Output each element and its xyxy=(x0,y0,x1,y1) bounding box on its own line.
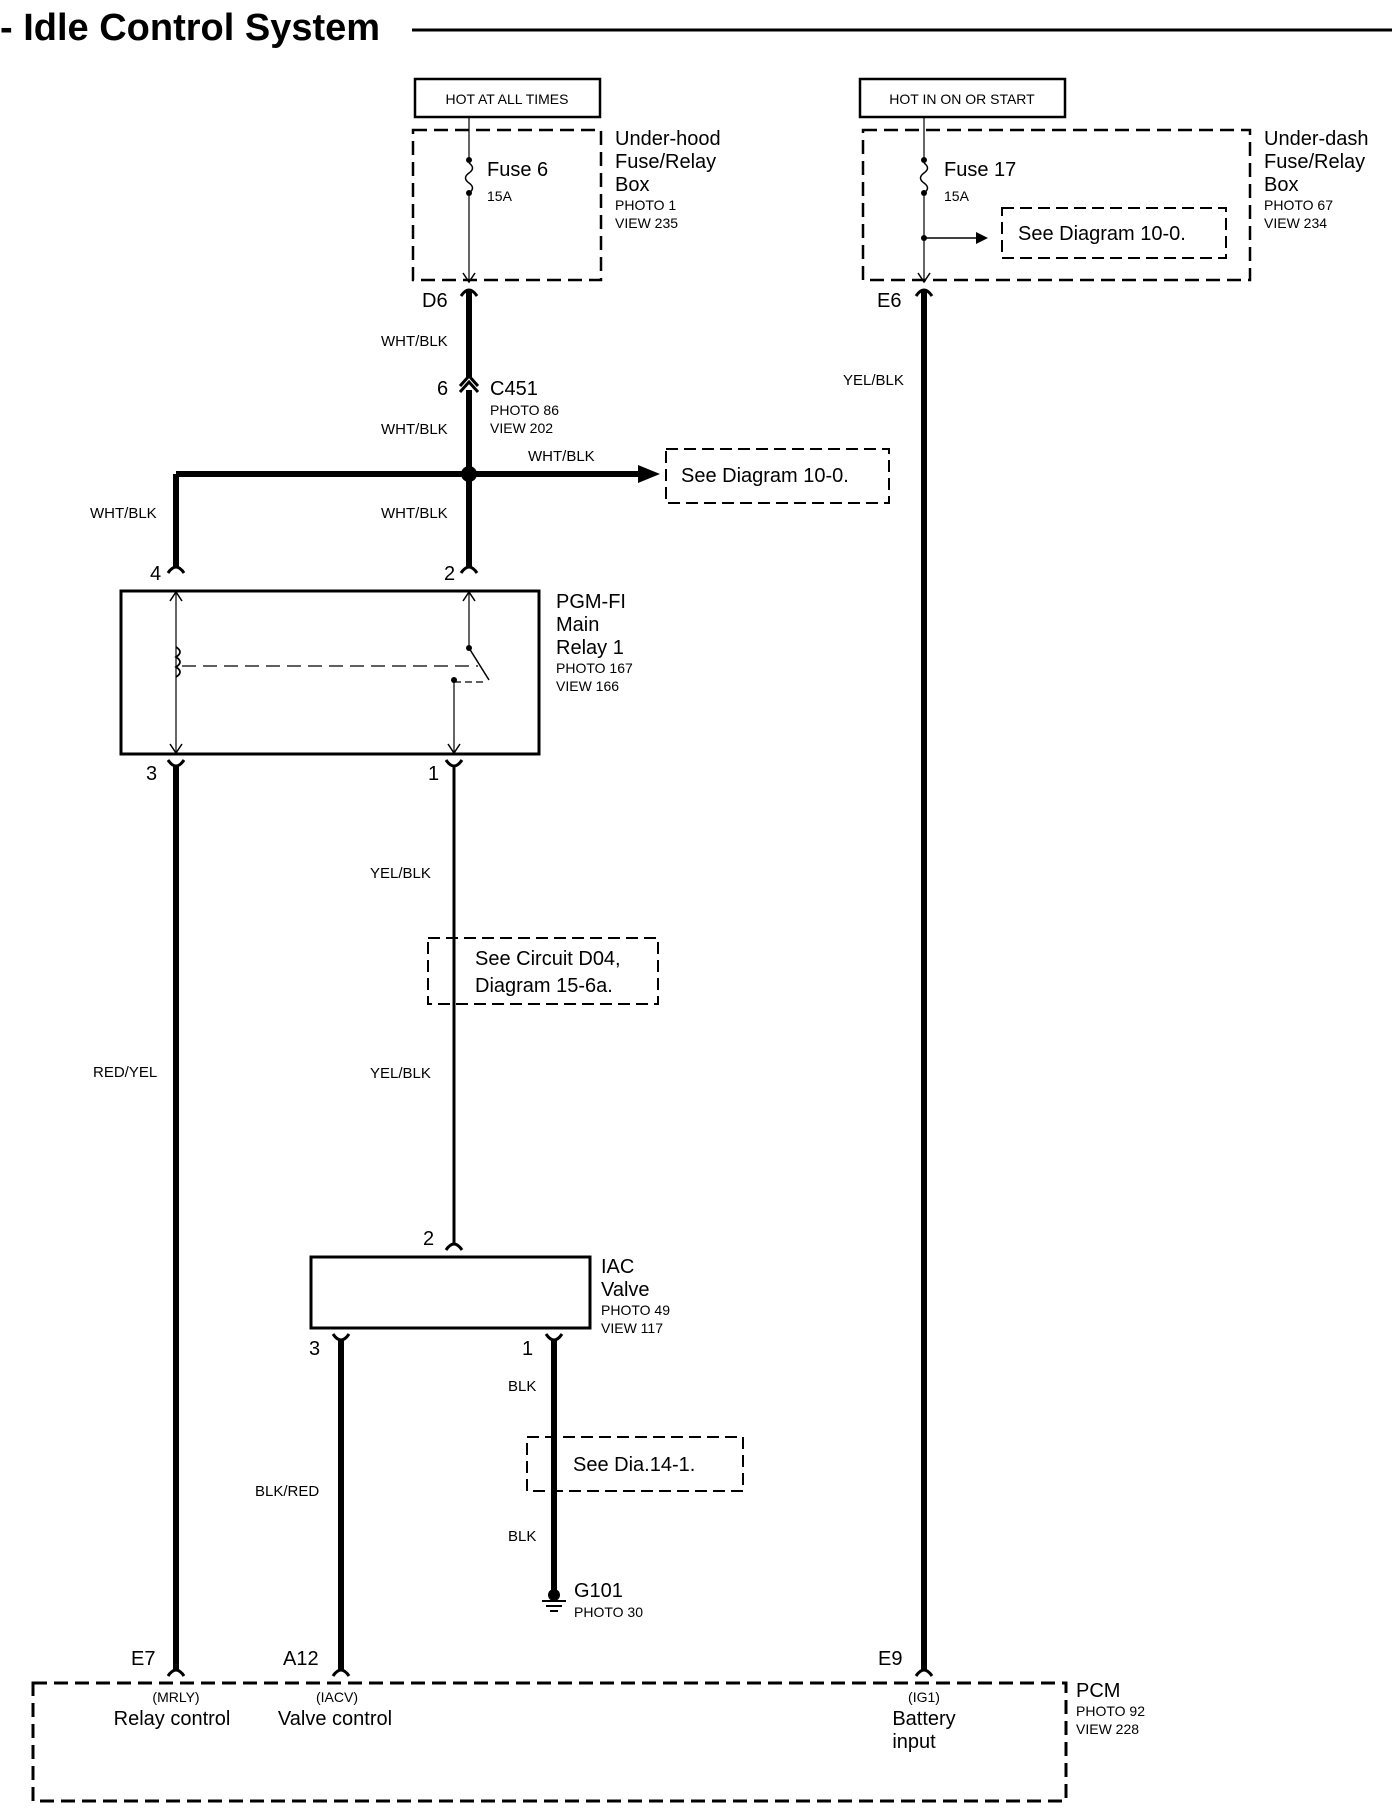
pcm-box xyxy=(31,1681,1068,1803)
iac-name-2: Valve xyxy=(601,1279,650,1301)
pcm-mrly-label: Relay control xyxy=(114,1708,231,1730)
relay-pin-2: 2 xyxy=(444,563,455,585)
pcm-terminal-e9: E9 xyxy=(878,1648,902,1670)
page-title: - Idle Control System xyxy=(0,7,380,49)
connector-c451-icon xyxy=(458,373,480,388)
wire-color-d6-c451: WHT/BLK xyxy=(381,333,448,350)
splice-point-icon xyxy=(461,466,477,482)
wire-color-relay1-upper: YEL/BLK xyxy=(370,865,431,882)
relay-view: VIEW 166 xyxy=(556,678,619,694)
underhood-box-photo: PHOTO 1 xyxy=(615,197,676,213)
c451-view: VIEW 202 xyxy=(490,420,553,436)
relay-name-3: Relay 1 xyxy=(556,637,624,659)
pcm-ig1-label-1: Battery xyxy=(892,1708,955,1730)
main-relay-1 xyxy=(119,589,541,756)
pcm-terminal-a12: A12 xyxy=(283,1648,319,1670)
wire-color-iac3-pcm: BLK/RED xyxy=(255,1483,319,1500)
wire-color-relay3-pcm: RED/YEL xyxy=(93,1064,157,1081)
ground-photo: PHOTO 30 xyxy=(574,1604,643,1620)
fuse-17-label: Fuse 17 xyxy=(944,159,1016,181)
underdash-box-name-3: Box xyxy=(1264,174,1298,196)
iac-photo: PHOTO 49 xyxy=(601,1302,670,1318)
wire-color-e6-e9: YEL/BLK xyxy=(843,372,904,389)
iac-pin-3: 3 xyxy=(309,1338,320,1360)
wire-iac1-to-ground xyxy=(526,1333,744,1612)
wire-e6-to-e9 xyxy=(914,288,934,1677)
fuse-17-rating: 15A xyxy=(944,188,970,204)
underdash-box-name-1: Under-dash xyxy=(1264,128,1369,150)
relay-pin-1: 1 xyxy=(428,763,439,785)
hot-at-all-times-box xyxy=(413,77,602,119)
circuit-ref-2: Diagram 15-6a. xyxy=(475,975,613,997)
iac-name-1: IAC xyxy=(601,1256,634,1278)
ground-see-ref: See Dia.14-1. xyxy=(573,1454,695,1476)
arrow-right-icon xyxy=(976,232,988,244)
wire-iac3-to-pcm xyxy=(331,1333,351,1677)
hot-at-all-times-label: HOT AT ALL TIMES xyxy=(446,91,569,107)
pcm-terminal-e7: E7 xyxy=(131,1648,155,1670)
underdash-box-name-2: Fuse/Relay xyxy=(1264,151,1365,173)
underdash-see-ref: See Diagram 10-0. xyxy=(1018,223,1186,245)
pcm-photo: PHOTO 92 xyxy=(1076,1703,1145,1719)
relay-pin-4: 4 xyxy=(150,563,161,585)
fuse-17-icon xyxy=(919,162,929,194)
arrow-right-icon xyxy=(638,465,660,483)
wire-color-splice-relay4: WHT/BLK xyxy=(90,505,157,522)
fuse-6-rating: 15A xyxy=(487,188,513,204)
wire-d6-to-relay xyxy=(458,288,480,574)
c451-pin: 6 xyxy=(437,378,448,400)
circuit-ref-1: See Circuit D04, xyxy=(475,948,621,970)
hot-in-on-or-start-label: HOT IN ON OR START xyxy=(889,91,1035,107)
relay-coil-icon xyxy=(174,646,181,678)
underhood-box-view: VIEW 235 xyxy=(615,215,678,231)
underhood-box-name-1: Under-hood xyxy=(615,128,721,150)
wire-relay3-to-pcm xyxy=(166,759,186,1677)
pcm-iacv-label: Valve control xyxy=(278,1708,392,1730)
relay-photo: PHOTO 167 xyxy=(556,660,633,676)
terminal-d6: D6 xyxy=(422,290,448,312)
wire-color-relay1-lower: YEL/BLK xyxy=(370,1065,431,1082)
wire-color-iac1-lower: BLK xyxy=(508,1528,536,1545)
terminal-e6: E6 xyxy=(877,290,901,312)
fuse-6-label: Fuse 6 xyxy=(487,159,548,181)
pcm-name: PCM xyxy=(1076,1680,1120,1702)
underdash-box-photo: PHOTO 67 xyxy=(1264,197,1333,213)
c451-photo: PHOTO 86 xyxy=(490,402,559,418)
iac-view: VIEW 117 xyxy=(601,1320,663,1336)
underhood-fuse-relay-box: Fuse 6 15A xyxy=(411,117,603,284)
iac-valve xyxy=(309,1255,592,1330)
pcm-ig1-code: (IG1) xyxy=(908,1689,940,1705)
hot-in-on-or-start-box xyxy=(858,77,1067,119)
iac-pin-1: 1 xyxy=(522,1338,533,1360)
wire-color-splice-right: WHT/BLK xyxy=(528,448,595,465)
underdash-fuse-relay-box: See Diagram 10-0. Fuse 17 15A xyxy=(861,117,1252,284)
c451-name: C451 xyxy=(490,378,538,400)
pcm-mrly-code: (MRLY) xyxy=(152,1689,199,1705)
pcm-ig1-label-2: input xyxy=(892,1731,936,1753)
relay-name-1: PGM-FI xyxy=(556,591,626,613)
underhood-box-name-2: Fuse/Relay xyxy=(615,151,716,173)
relay-pin-3: 3 xyxy=(146,763,157,785)
splice-see-ref: See Diagram 10-0. xyxy=(681,465,849,487)
splice-bus xyxy=(166,448,890,574)
wire-color-iac1-upper: BLK xyxy=(508,1378,536,1395)
pcm-view: VIEW 228 xyxy=(1076,1721,1139,1737)
relay-name-2: Main xyxy=(556,614,599,636)
ground-name: G101 xyxy=(574,1580,623,1602)
underdash-box-view: VIEW 234 xyxy=(1264,215,1327,231)
wire-relay1-to-iac xyxy=(427,759,659,1251)
wire-color-c451-splice: WHT/BLK xyxy=(381,421,448,438)
underhood-box-name-3: Box xyxy=(615,174,649,196)
wire-color-splice-relay2: WHT/BLK xyxy=(381,505,448,522)
pcm-iacv-code: (IACV) xyxy=(316,1689,358,1705)
fuse-6-icon xyxy=(464,162,474,194)
iac-pin-2: 2 xyxy=(423,1228,434,1250)
